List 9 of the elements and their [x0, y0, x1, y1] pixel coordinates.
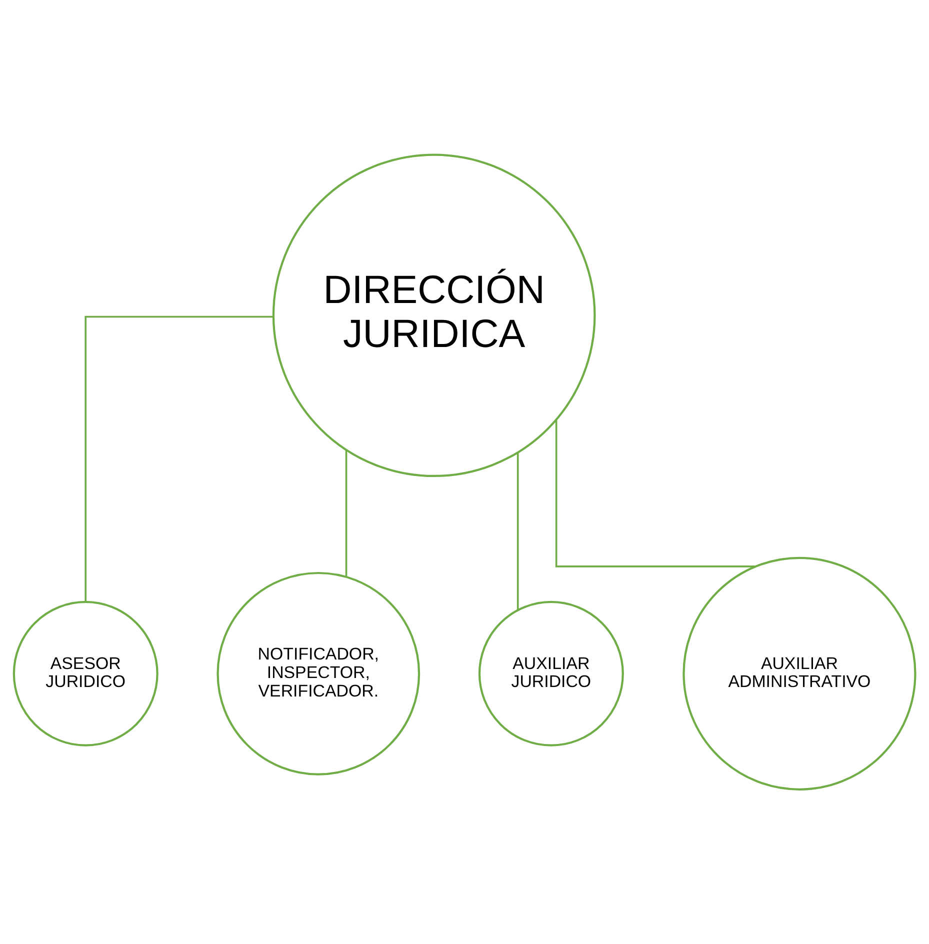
node-circle: AUXILIAR JURIDICO [478, 600, 624, 746]
node-circle: ASESOR JURIDICO [12, 600, 158, 746]
connector [555, 420, 756, 568]
connector [84, 316, 274, 602]
node-circle: NOTIFICADOR, INSPECTOR, VERIFICADOR. [216, 572, 420, 776]
node-circle: DIRECCIÓN JURIDICA [272, 154, 596, 478]
connector [516, 452, 519, 610]
connector [345, 450, 348, 577]
node-circle: AUXILIAR ADMINISTRATIVO [682, 556, 916, 790]
